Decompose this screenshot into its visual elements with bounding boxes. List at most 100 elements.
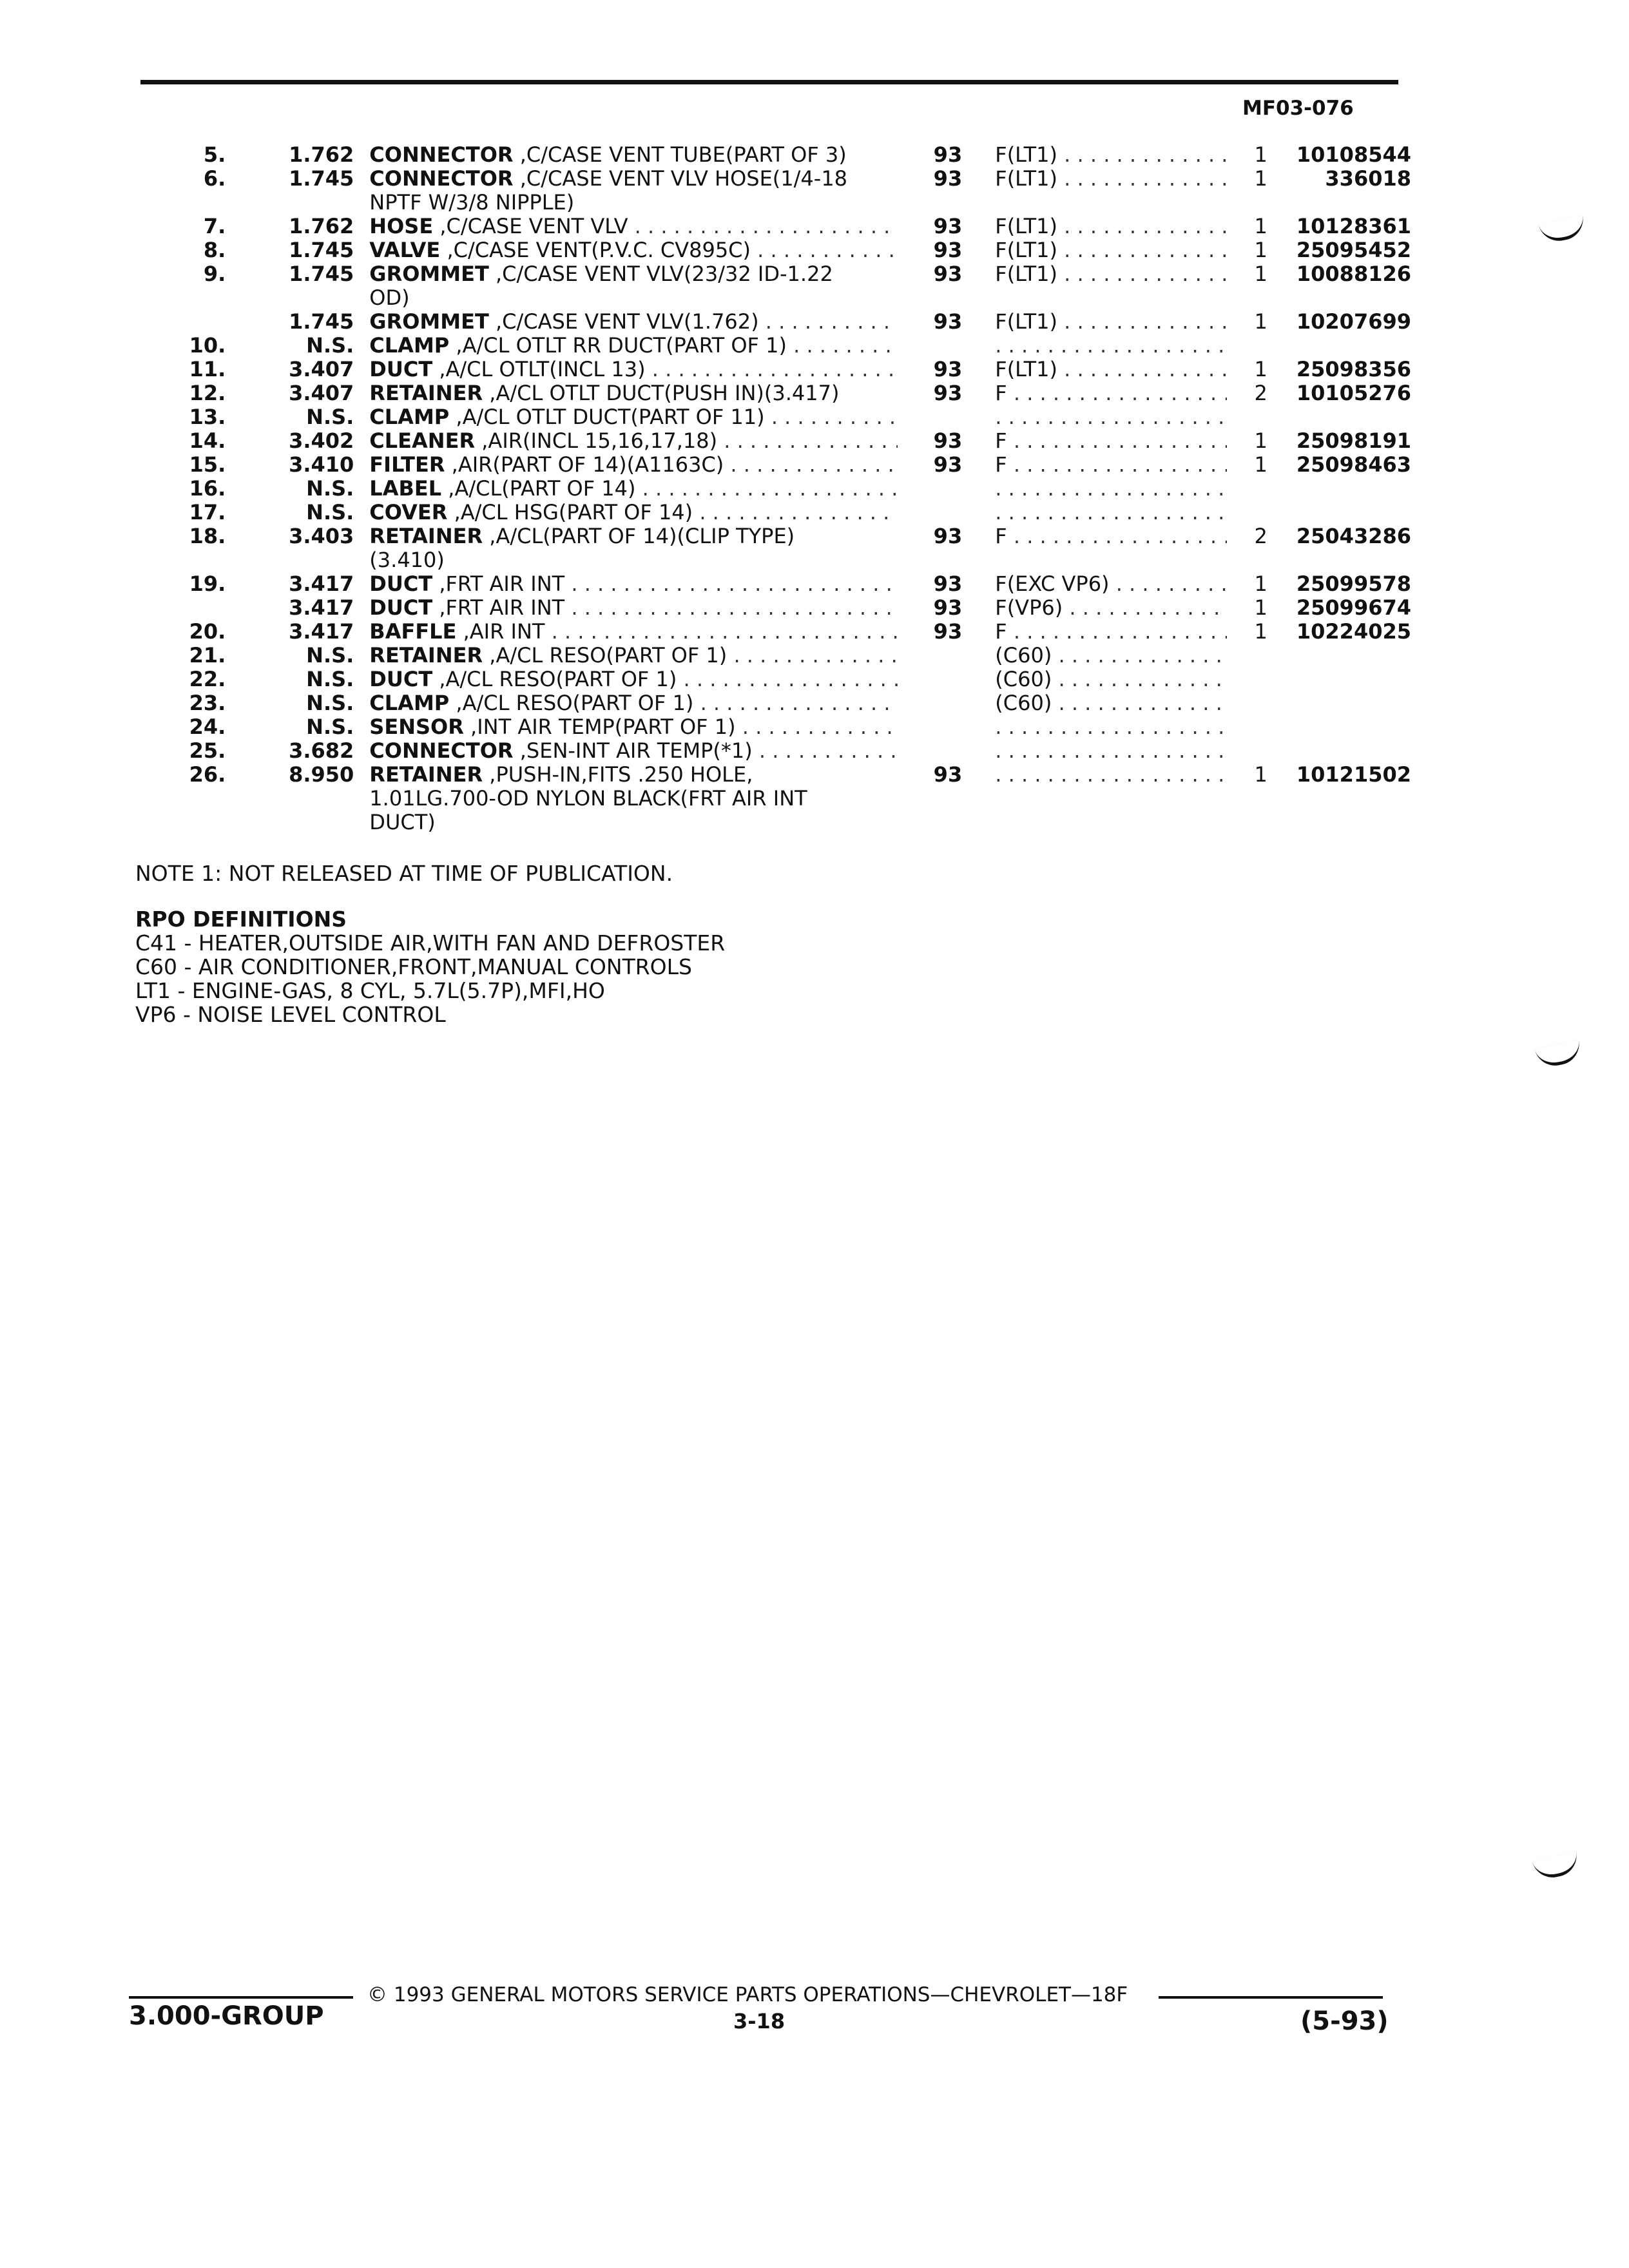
usage-code — [995, 763, 1254, 834]
group-number: N.S. — [306, 643, 354, 668]
part-number: 10121502 — [1296, 762, 1411, 787]
description-line: CONNECTOR ,SEN-INT AIR TEMP(*1) — [369, 739, 898, 763]
part-modifier: ,A/CL OTLT(INCL 13) — [432, 358, 646, 381]
part-description: VALVE ,C/CASE VENT(P.V.C. CV895C) — [354, 238, 929, 262]
rpo-definitions: RPO DEFINITIONS C41 - HEATER,OUTSIDE AIR… — [135, 907, 725, 1026]
quantity: 1 — [1254, 238, 1268, 262]
group-number: 3.682 — [289, 738, 354, 763]
group-number: 3.417 — [289, 619, 354, 644]
quantity: 1 — [1254, 166, 1268, 191]
usage-text — [995, 739, 1227, 763]
usage-code — [995, 715, 1254, 739]
footer-copyright: © 1993 GENERAL MOTORS SERVICE PARTS OPER… — [367, 1983, 1128, 2006]
part-number — [1295, 405, 1411, 429]
model-year: 93 — [933, 142, 963, 167]
part-noun: DUCT — [369, 358, 433, 381]
usage-code — [995, 334, 1254, 358]
usage-code — [995, 501, 1254, 524]
part-description: CLAMP ,A/CL RESO(PART OF 1) — [354, 691, 929, 715]
quantity: 1 — [1254, 142, 1268, 167]
part-modifier: ,C/CASE VENT TUBE(PART OF 3) — [513, 142, 847, 167]
part-noun: CLAMP — [369, 691, 450, 715]
binding-mark — [1534, 1039, 1583, 1070]
model-year: 93 — [933, 357, 963, 381]
group-number: N.S. — [306, 667, 354, 691]
group-number: 3.417 — [289, 572, 354, 596]
part-description: RETAINER ,A/CL(PART OF 14)(CLIP TYPE)(3.… — [354, 524, 929, 572]
part-modifier: ,PUSH-IN,FITS .250 HOLE, — [483, 762, 753, 787]
description-line: GROMMET ,C/CASE VENT VLV(1.762) — [369, 310, 898, 334]
description-line: BAFFLE ,AIR INT — [369, 620, 898, 644]
part-modifier: ,A/CL RESO(PART OF 1) — [449, 691, 694, 715]
usage-code: (C60) — [995, 668, 1254, 691]
item-number — [129, 310, 226, 334]
description-line: DUCT ,FRT AIR INT — [369, 596, 898, 620]
usage-text: (C60) — [995, 691, 1227, 715]
model-year: 93 — [933, 238, 963, 262]
part-noun: RETAINER — [369, 762, 483, 787]
usage-text: F(LT1) — [995, 167, 1227, 191]
rpo-item: VP6 - NOISE LEVEL CONTROL — [135, 1002, 446, 1027]
item-number: 24. — [189, 715, 226, 739]
part-noun: HOSE — [369, 215, 434, 238]
part-modifier: ,A/CL OTLT DUCT(PUSH IN)(3.417) — [483, 381, 840, 405]
description-line: SENSOR ,INT AIR TEMP(PART OF 1) — [369, 715, 898, 739]
part-number: 25098191 — [1296, 428, 1411, 453]
rpo-item: LT1 - ENGINE-GAS, 8 CYL, 5.7L(5.7P),MFI,… — [135, 978, 605, 1003]
part-number — [1295, 334, 1411, 358]
part-description: LABEL ,A/CL(PART OF 14) — [354, 477, 929, 501]
item-number: 10. — [189, 333, 226, 358]
part-description: BAFFLE ,AIR INT — [354, 620, 929, 644]
part-noun: COVER — [369, 501, 448, 524]
quantity — [1255, 477, 1296, 501]
model-year: 93 — [933, 166, 963, 191]
model-year — [930, 644, 996, 668]
group-number: 3.417 — [289, 595, 354, 620]
quantity: 1 — [1254, 619, 1268, 644]
model-year: 93 — [933, 309, 963, 334]
usage-text — [995, 763, 1227, 787]
top-rule — [140, 80, 1398, 84]
part-noun: LABEL — [369, 477, 442, 501]
description-line: LABEL ,A/CL(PART OF 14) — [369, 477, 898, 501]
part-noun: CONNECTOR — [369, 166, 514, 191]
group-number: 3.407 — [289, 381, 354, 405]
item-number: 15. — [189, 452, 226, 477]
part-description: RETAINER ,A/CL RESO(PART OF 1) — [354, 644, 929, 668]
usage-code: F — [995, 620, 1254, 644]
quantity — [1255, 668, 1296, 691]
part-noun: CLAMP — [369, 405, 450, 429]
usage-text: F(LT1) — [995, 310, 1227, 334]
item-number: 5. — [203, 142, 226, 167]
parts-row: 13.N.S.CLAMP ,A/CL OTLT DUCT(PART OF 11) — [129, 405, 1411, 429]
footer-right-rule — [1159, 1996, 1383, 1999]
parts-row: 10.N.S.CLAMP ,A/CL OTLT RR DUCT(PART OF … — [129, 334, 1411, 358]
usage-text — [995, 477, 1227, 501]
part-noun: VALVE — [369, 238, 441, 262]
part-number: 10108544 — [1296, 142, 1411, 167]
part-noun: RETAINER — [369, 524, 483, 548]
item-number: 26. — [189, 762, 226, 787]
part-number — [1295, 501, 1411, 524]
part-noun: DUCT — [369, 596, 433, 620]
description-continuation: OD) — [369, 285, 410, 310]
quantity: 1 — [1254, 452, 1268, 477]
usage-code: F(EXC VP6) — [995, 572, 1254, 596]
item-number: 9. — [203, 262, 226, 286]
model-year — [930, 501, 996, 524]
part-number — [1295, 691, 1411, 715]
part-noun: RETAINER — [369, 644, 483, 668]
usage-code: F — [995, 429, 1254, 453]
description-line: RETAINER ,A/CL OTLT DUCT(PUSH IN)(3.417) — [369, 381, 898, 405]
part-number: 10224025 — [1296, 619, 1411, 644]
usage-text: F(LT1) — [995, 358, 1227, 381]
part-modifier: ,AIR(PART OF 14)(A1163C) — [445, 453, 724, 477]
quantity — [1255, 405, 1296, 429]
group-number: 1.745 — [289, 309, 354, 334]
model-year: 93 — [933, 762, 963, 787]
usage-text: F(LT1) — [995, 262, 1227, 286]
usage-text — [995, 501, 1227, 524]
